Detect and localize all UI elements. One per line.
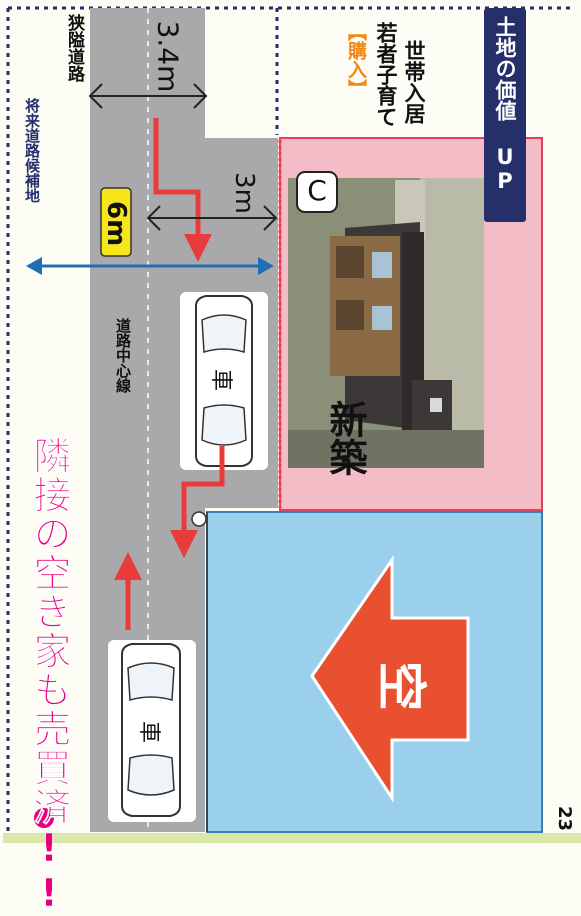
- new-house-photo: [288, 178, 484, 468]
- purchase-tag: 【購入】: [345, 22, 367, 98]
- value-up-label: 土地の価値 UP: [493, 16, 517, 193]
- new-build-label: 新築: [323, 400, 367, 476]
- vacant-big-arrow: [310, 555, 470, 804]
- headline-bullet: [34, 808, 54, 828]
- car-bottom-label: 車: [136, 720, 162, 744]
- diagram-graphics: [3, 6, 581, 843]
- car-path-mid-arrowhead: [170, 530, 198, 558]
- car-path-mid-line: [181, 446, 225, 534]
- bottom-green-strip: [3, 833, 581, 843]
- width-6m-label: 6m: [101, 201, 131, 247]
- diagram-stage: 隣接の空き家も売買済!! 道路中心線 将来道路候補地 狭隘道路 6m 3m 3.…: [3, 6, 581, 916]
- purchase-line-1: 若者子育て: [374, 22, 398, 127]
- car-path-top-arrowhead: [184, 234, 212, 262]
- car-top-icon: [180, 292, 268, 470]
- centerline-label: 道路中心線: [114, 318, 132, 393]
- measure-6m-arrowhead-left: [26, 257, 42, 275]
- measure-34m-arrow-left: [88, 83, 103, 109]
- width-6m-badge: [100, 187, 132, 257]
- width-3m-label: 3m: [229, 172, 259, 214]
- car-bottom-icon: [108, 640, 196, 822]
- measure-6m-arrowhead-right: [258, 257, 274, 275]
- vacant-label: 空: [372, 661, 430, 711]
- value-up-box: [484, 8, 526, 222]
- narrow-road-label: 狭隘道路: [64, 14, 84, 82]
- headline: 隣接の空き家も売買済!!: [27, 436, 72, 916]
- measure-3m-arrow-left: [146, 205, 161, 231]
- page-number: 23: [554, 805, 576, 832]
- car-path-top-line: [153, 118, 201, 238]
- lot-c-marker-label: C: [307, 174, 327, 207]
- lot-c-marker-box: [296, 171, 338, 213]
- purchase-line-2: 世帯入居: [402, 40, 426, 124]
- future-road-label: 将来道路候補地: [23, 98, 41, 203]
- measure-34m-arrow-right: [193, 83, 208, 109]
- car-top-label: 車: [208, 368, 234, 392]
- measure-3m-arrow-right: [263, 205, 278, 231]
- boundary-point-marker: [191, 511, 207, 527]
- car-path-bottom-arrowhead: [114, 552, 142, 580]
- width-34m-label: 3.4m: [151, 20, 185, 93]
